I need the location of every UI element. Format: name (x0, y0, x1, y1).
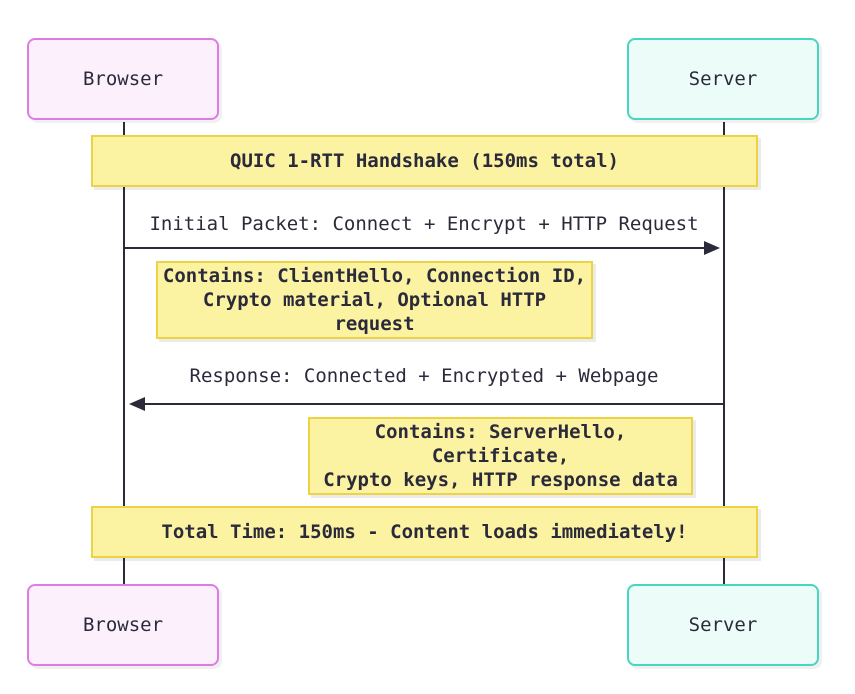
total-time-note: Total Time: 150ms - Content loads immedi… (91, 506, 758, 558)
request-contents-note: Contains: ClientHello, Connection ID, Cr… (156, 261, 593, 339)
request-message-label: Initial Packet: Connect + Encrypt + HTTP… (124, 213, 724, 235)
response-message-label: Response: Connected + Encrypted + Webpag… (124, 365, 724, 387)
browser-participant-label: Browser (82, 68, 164, 90)
server-participant-label: Server (688, 68, 758, 90)
request-arrowhead (704, 241, 720, 255)
response-arrowhead (129, 397, 145, 411)
handshake-title-note: QUIC 1-RTT Handshake (150ms total) (91, 135, 758, 187)
request-contents-line2: Crypto material, Optional HTTP request (202, 289, 547, 335)
response-message-text: Response: Connected + Encrypted + Webpag… (189, 365, 659, 387)
server-participant-bottom: Server (627, 584, 819, 666)
request-message-text: Initial Packet: Connect + Encrypt + HTTP… (149, 213, 699, 235)
server-lifeline (723, 122, 725, 584)
server-participant-top: Server (627, 38, 819, 120)
server-participant-label-bottom: Server (688, 614, 758, 636)
total-time-text: Total Time: 150ms - Content loads immedi… (161, 521, 688, 543)
request-contents-line1: Contains: ClientHello, Connection ID, (162, 265, 587, 287)
response-contents-note: Contains: ServerHello, Certificate, Cryp… (308, 417, 693, 495)
response-contents-line1: Contains: ServerHello, Certificate, (374, 421, 627, 467)
browser-participant-top: Browser (27, 38, 219, 120)
browser-lifeline (123, 122, 125, 584)
response-contents-line2: Crypto keys, HTTP response data (323, 469, 678, 491)
handshake-title-text: QUIC 1-RTT Handshake (150ms total) (230, 150, 619, 172)
browser-participant-label-bottom: Browser (82, 614, 164, 636)
browser-participant-bottom: Browser (27, 584, 219, 666)
